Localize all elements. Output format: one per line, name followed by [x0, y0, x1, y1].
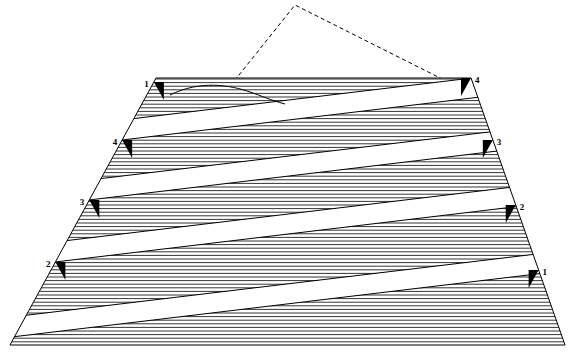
- callout-number: 4: [113, 138, 118, 147]
- break-line: [170, 85, 285, 104]
- course-line: [0, 122, 571, 123]
- ramp-band: [0, 180, 571, 269]
- course-line: [0, 331, 571, 332]
- corner-block: [55, 262, 65, 280]
- corner-block: [461, 78, 471, 96]
- corner-block: [89, 200, 99, 218]
- corner-block: [483, 140, 493, 158]
- pyramid-outline: [10, 78, 565, 345]
- course-line: [0, 79, 571, 80]
- course-line: [0, 334, 571, 335]
- course-line: [0, 187, 571, 188]
- ramp-band: [0, 122, 571, 211]
- callout-number: 2: [46, 260, 51, 269]
- course-line: [0, 212, 571, 213]
- course-line: [0, 305, 571, 306]
- course-line: [0, 125, 571, 126]
- callout-number: 1: [543, 268, 548, 277]
- corner-block: [154, 82, 164, 100]
- course-line: [0, 237, 571, 238]
- course-line: [0, 338, 571, 339]
- callout-number: 3: [497, 138, 502, 147]
- course-line: [0, 179, 571, 180]
- course-line: [0, 154, 571, 155]
- callout-number: 4: [475, 76, 480, 85]
- corner-block: [506, 205, 516, 223]
- ramp-band: [0, 250, 571, 339]
- course-line: [0, 89, 571, 90]
- callout-number: 2: [520, 203, 525, 212]
- course-line: [0, 341, 571, 342]
- corner-block: [529, 270, 539, 288]
- callout-number: 1: [144, 80, 149, 89]
- course-line: [0, 86, 571, 87]
- course-line: [0, 129, 571, 130]
- course-line: [0, 183, 571, 184]
- corner-block: [122, 140, 132, 158]
- course-line: [0, 82, 571, 83]
- course-line: [0, 93, 571, 94]
- callout-number: 3: [80, 198, 85, 207]
- course-line: [0, 97, 571, 98]
